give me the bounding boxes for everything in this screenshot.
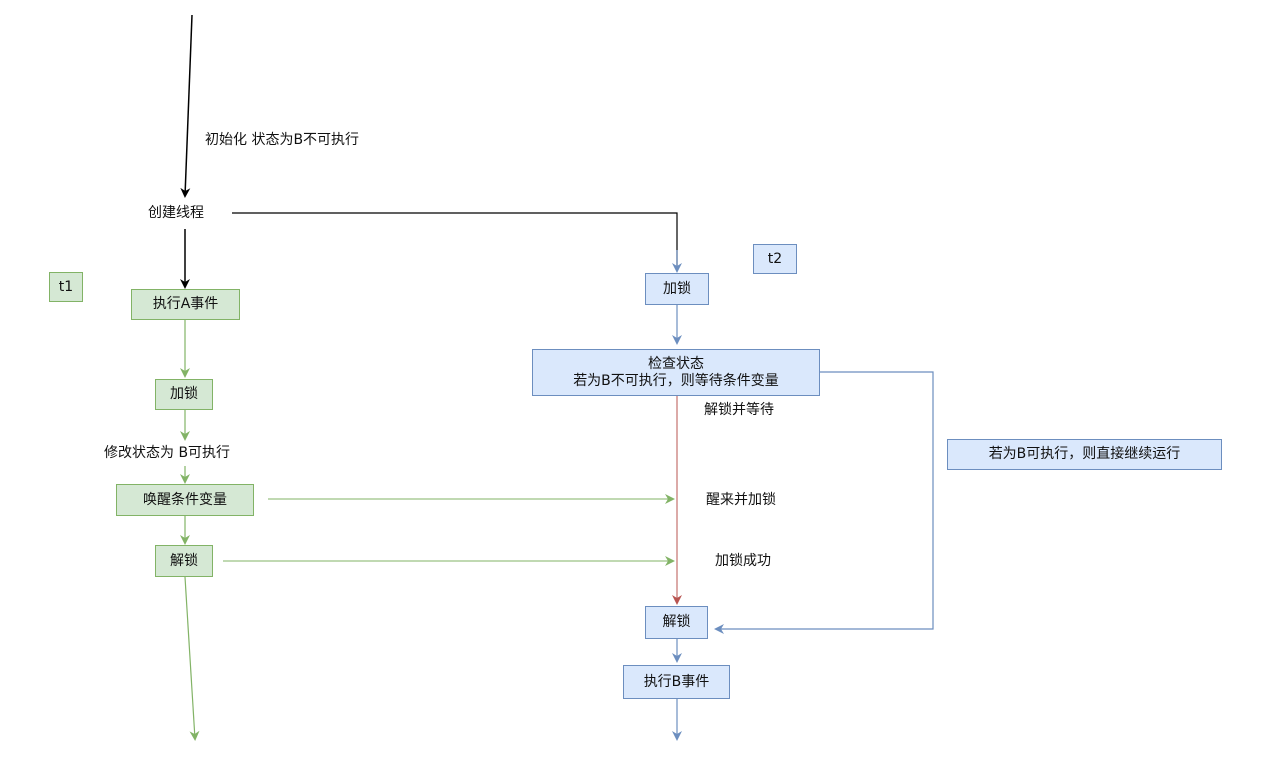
thread-tag-t1: t1 — [49, 272, 83, 302]
t1-exec-a-node: 执行A事件 — [131, 289, 240, 320]
edge-check-else-loop — [714, 371, 934, 634]
init-label: 初始化 状态为B不可执行 — [205, 132, 360, 148]
t2-check-line2: 若为B不可执行，则等待条件变量 — [573, 372, 779, 389]
edge-unlock-to-end — [184, 576, 200, 741]
unlock-and-wait-label: 解锁并等待 — [704, 402, 774, 418]
modify-state-label: 修改状态为 B可执行 — [101, 445, 234, 462]
t1-unlock-node: 解锁 — [155, 545, 213, 577]
wake-and-lock-label: 醒来并加锁 — [706, 492, 776, 508]
t1-wake-cond-node: 唤醒条件变量 — [116, 484, 254, 516]
t2-check-state-node: 检查状态 若为B不可执行，则等待条件变量 — [532, 349, 820, 396]
t2-check-line1: 检查状态 — [648, 355, 704, 372]
t2-unlock-node: 解锁 — [645, 606, 708, 639]
t2-exec-b-node: 执行B事件 — [623, 665, 730, 699]
create-thread-label: 创建线程 — [145, 205, 207, 222]
t2-lock-node: 加锁 — [645, 273, 709, 305]
edge-create-to-t2-lock — [232, 212, 678, 270]
t2-else-branch-node: 若为B可执行，则直接继续运行 — [947, 439, 1222, 470]
lock-success-label: 加锁成功 — [715, 553, 771, 569]
t1-lock-node: 加锁 — [155, 379, 213, 410]
edge-init-to-create — [180, 14, 193, 198]
thread-tag-t2: t2 — [753, 244, 797, 274]
